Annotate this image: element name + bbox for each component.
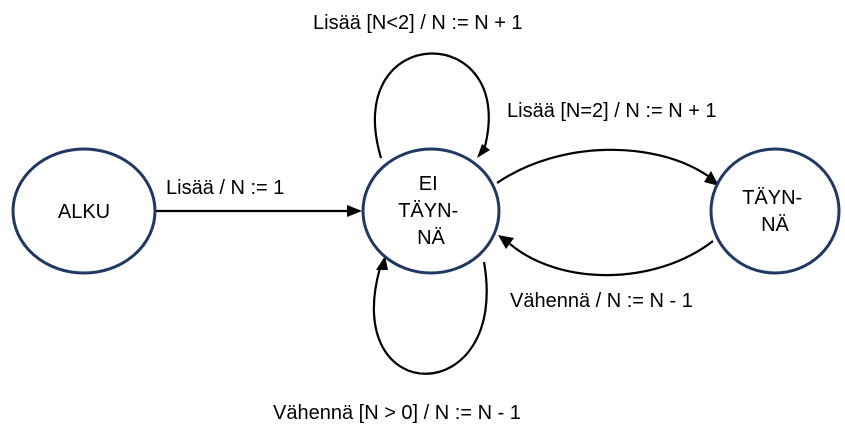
state-tayna-line-2: NÄ <box>761 214 789 236</box>
state-alku-line-1: ALKU <box>58 201 110 223</box>
state-alku: ALKU <box>11 147 157 275</box>
arrowhead-start-add <box>347 205 362 217</box>
edge-self-subtract <box>372 261 488 375</box>
state-tayna: TÄYN- NÄ <box>709 147 841 275</box>
arrowhead-self-add <box>477 144 490 158</box>
label-to-full: Lisää [N=2] / N := N + 1 <box>507 100 717 122</box>
state-alku-circle <box>11 147 157 275</box>
edge-to-full <box>496 148 709 184</box>
label-self-add: Lisää [N<2] / N := N + 1 <box>313 12 523 34</box>
label-start-add: Lisää / N := 1 <box>166 177 284 199</box>
arrowhead-self-subtract <box>376 256 388 270</box>
state-tayna-label: TÄYN- NÄ <box>742 187 808 236</box>
state-ei-tayna-circle <box>361 147 501 275</box>
edge-from-full <box>509 240 714 277</box>
state-tayna-circle <box>709 147 841 275</box>
state-ei-tayna-line-2: TÄYN- <box>398 200 458 222</box>
label-from-full: Vähennä / N := N - 1 <box>510 290 693 312</box>
label-self-subtract: Vähennä [N > 0] / N := N - 1 <box>273 402 521 424</box>
state-ei-tayna-line-3: NÄ <box>417 227 445 249</box>
arrowhead-from-full <box>498 235 514 249</box>
arrowhead-to-full <box>704 171 719 186</box>
state-ei-tayna-label: EI TÄYN- NÄ <box>398 173 464 249</box>
state-alku-label: ALKU <box>58 201 110 223</box>
state-ei-tayna-line-1: EI <box>419 173 438 195</box>
state-ei-tayna: EI TÄYN- NÄ <box>361 147 501 275</box>
edge-self-add <box>373 52 490 159</box>
state-tayna-line-1: TÄYN- <box>742 187 802 209</box>
